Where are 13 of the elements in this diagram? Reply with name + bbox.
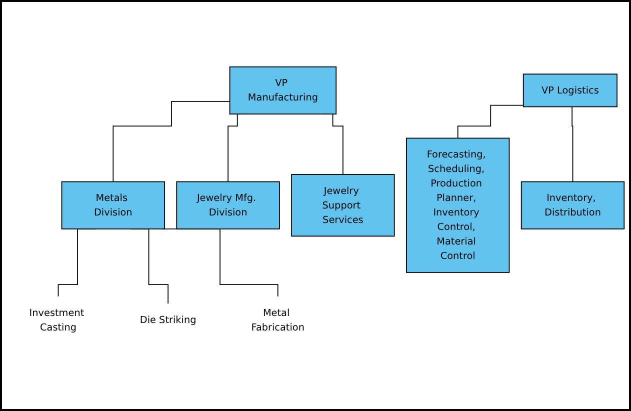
node-box: VP Manufacturing (229, 66, 337, 115)
node-text: Metal Fabrication (251, 307, 304, 334)
connector (112, 101, 230, 182)
connector (457, 105, 524, 139)
connector (570, 106, 574, 182)
node-text: Investment Casting (29, 307, 84, 334)
node-box: Inventory, Distribution (520, 181, 625, 230)
node-box: Jewelry Support Services (291, 174, 395, 237)
node-box: Jewelry Mfg. Division (176, 181, 280, 230)
node-box: Forecasting, Scheduling, Production Planner, Inventory Control, Material Control (406, 138, 510, 274)
node-box: VP Logistics (522, 74, 618, 108)
node-text: Die Striking (140, 314, 196, 326)
node-box: Metals Division (61, 181, 165, 230)
